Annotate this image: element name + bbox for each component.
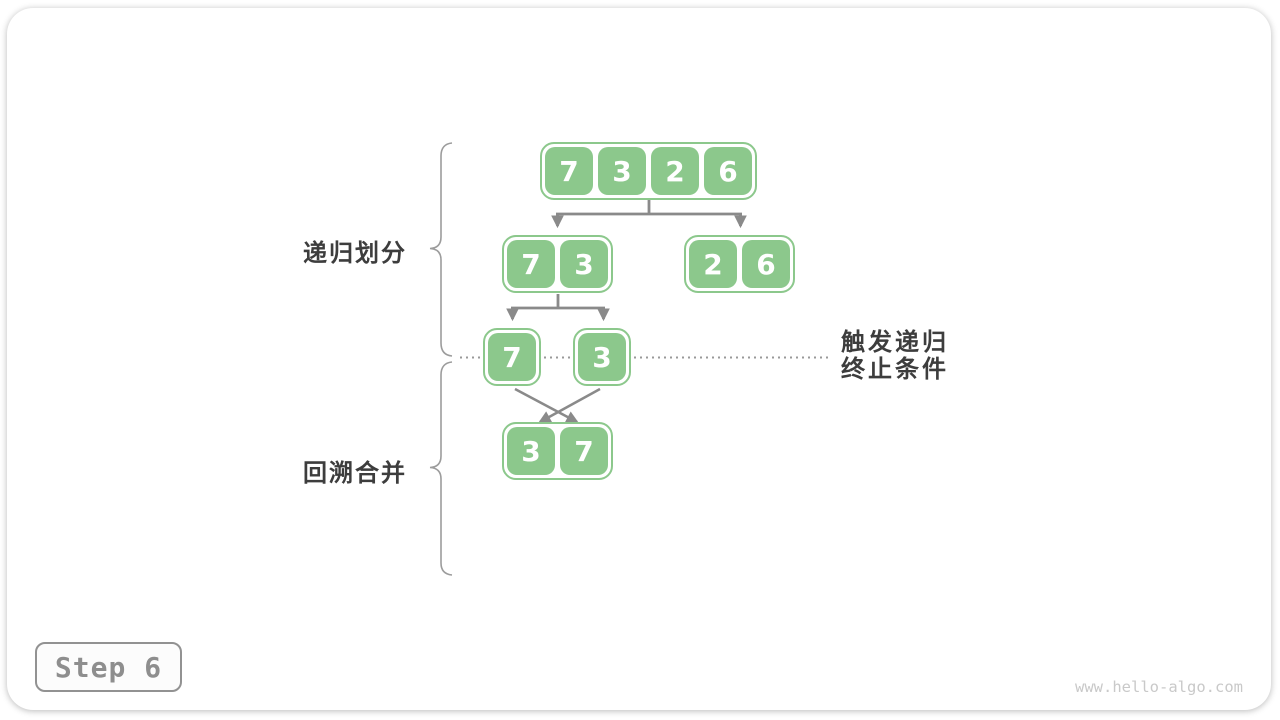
array-node-right-pair: 2 6 [684,235,795,293]
array-cell: 6 [742,240,790,288]
watermark: www.hello-algo.com [1075,678,1243,696]
array-cell: 7 [560,427,608,475]
label-termination-line2: 终止条件 [841,356,949,383]
array-node-left-pair: 7 3 [502,235,613,293]
array-node-merged: 3 7 [502,422,613,480]
array-cell: 2 [689,240,737,288]
slide-card [7,8,1271,710]
array-node-root: 7 3 2 6 [540,142,757,200]
array-cell: 3 [560,240,608,288]
array-cell: 6 [704,147,752,195]
merge-brace [429,361,453,576]
label-termination-condition: 触发递归 终止条件 [841,329,949,383]
split-arrows-level1 [551,200,747,229]
array-cell: 7 [507,240,555,288]
array-node-single-7: 7 [483,328,541,386]
array-cell: 2 [651,147,699,195]
label-termination-line1: 触发递归 [841,329,949,356]
label-recursive-divide: 递归划分 [303,240,407,267]
array-cell: 3 [578,333,626,381]
step-badge: Step 6 [35,642,182,692]
array-node-single-3: 3 [573,328,631,386]
array-cell: 3 [598,147,646,195]
merge-cross-arrows [514,387,601,424]
array-cell: 3 [507,427,555,475]
split-arrows-level2 [506,294,610,322]
divide-brace [429,142,453,357]
array-cell: 7 [545,147,593,195]
label-backtrack-merge: 回溯合并 [303,460,407,487]
array-cell: 7 [488,333,536,381]
phase-braces [429,142,453,576]
